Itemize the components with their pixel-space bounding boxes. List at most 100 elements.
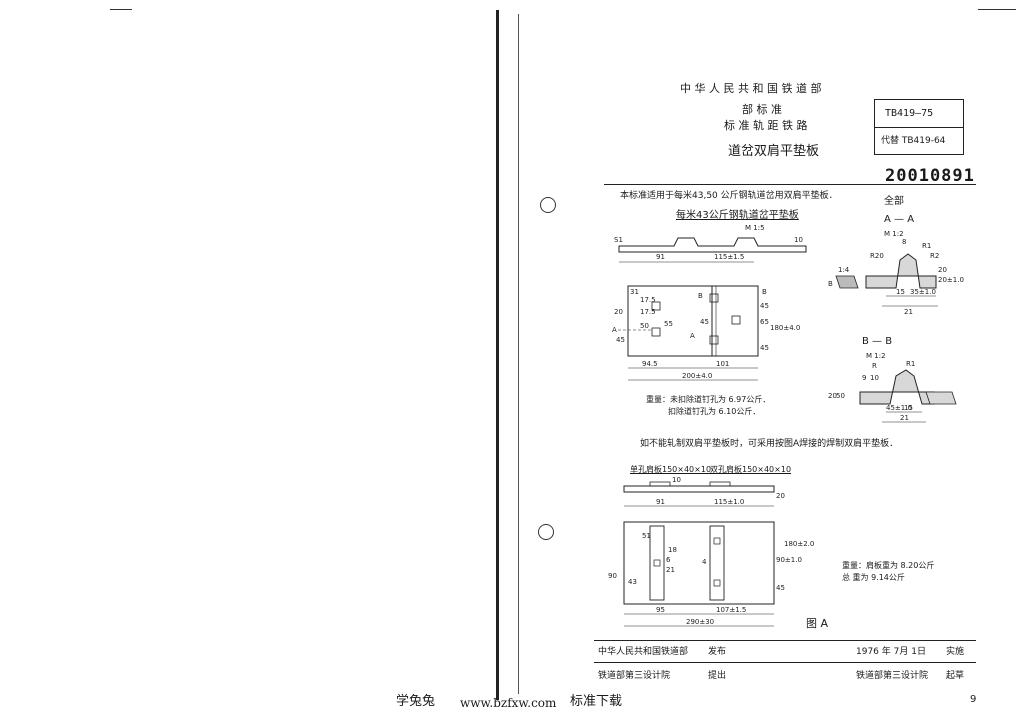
section-bb-scale: M 1:2 xyxy=(866,352,886,360)
bb-dim-15: 15 xyxy=(904,404,913,412)
bb-dim-10: 10 xyxy=(870,374,879,382)
issued-label: 发布 xyxy=(708,647,727,657)
watermark-site: 学兔兔 xyxy=(396,694,436,709)
bb-dim-r: R xyxy=(872,362,877,370)
drawing1-elevation: S1 91 115±1.5 10 xyxy=(614,236,807,263)
d2-dim-115: 115±1.0 xyxy=(714,498,744,506)
dim-17-5a: 17.5 xyxy=(640,296,656,304)
page-number: 9 xyxy=(970,694,977,705)
dim-45-right: 45 xyxy=(760,302,769,310)
top-left-rule xyxy=(110,9,132,10)
d2-dim-91: 91 xyxy=(656,498,665,506)
dim-55: 55 xyxy=(664,320,673,328)
standard-level: 部 标 准 xyxy=(742,103,782,116)
d2-dim-43: 43 xyxy=(628,578,637,586)
dim-91: 91 xyxy=(656,253,665,261)
bb-dim-9: 9 xyxy=(862,374,866,382)
dim-94-5: 94.5 xyxy=(642,360,658,368)
scope-text: 本标准适用于每米43,50 公斤钢轨道岔用双肩平垫板． xyxy=(620,191,838,201)
d2-dim-290: 290±30 xyxy=(686,618,714,626)
bb-dim-21: 21 xyxy=(900,414,909,422)
single-hole-shoulder-label: 单孔肩板150×40×10 xyxy=(630,465,712,474)
proposed-label: 提出 xyxy=(708,671,727,681)
all-note: 全部 xyxy=(884,196,904,207)
d2-dim-180: 180±2.0 xyxy=(784,540,814,548)
d2-dim-20: 20 xyxy=(776,492,785,500)
drawing2-elevation: 10 91 115±1.0 20 xyxy=(623,476,785,507)
standard-code: TB419—75 xyxy=(885,108,934,119)
dim-65: 65 xyxy=(760,318,769,326)
serial-number: 20010891 xyxy=(885,166,975,186)
d2-dim-21: 21 xyxy=(666,566,675,574)
section-mark-a-left: A xyxy=(612,326,617,334)
d2-dim-51: 51 xyxy=(642,532,651,540)
top-right-rule xyxy=(978,9,1016,10)
d2-dim-6: 6 xyxy=(666,556,671,564)
d2-dim-90: 90 xyxy=(608,572,617,580)
track-gauge: 标 准 轨 距 铁 路 xyxy=(724,119,808,132)
aa-dim-b: B xyxy=(828,280,833,288)
watermark-text: 标准下载 xyxy=(570,694,623,709)
drafted-label: 起草 xyxy=(946,671,965,681)
double-hole-shoulder-label: 双孔肩板150×40×10 xyxy=(710,465,792,474)
header-rule xyxy=(604,184,976,185)
bb-dim-50: 50 xyxy=(836,392,845,400)
d2-dim-18: 18 xyxy=(668,546,677,554)
section-aa-label: A — A xyxy=(884,214,915,225)
punch-hole-lower xyxy=(538,524,554,540)
drawing1-plan: 31 17.5 17.5 45 45 50 20 55 101 94.5 200… xyxy=(612,285,800,381)
aa-dim-20: 20 xyxy=(938,266,947,274)
drawing1-weight-2: 扣除道钉孔为 6.10公斤． xyxy=(668,407,761,416)
drawing1-scale: M 1:5 xyxy=(745,224,765,232)
aa-dim-8: 8 xyxy=(902,238,906,246)
d2-dim-4: 4 xyxy=(702,558,707,566)
bb-dim-20: 20 xyxy=(828,392,837,400)
d2-dim-10: 10 xyxy=(672,476,681,484)
dim-180: 180±4.0 xyxy=(770,324,800,332)
aa-dim-20tol: 20±1.0 xyxy=(938,276,964,284)
d2-dim-90tol: 90±1.0 xyxy=(776,556,802,564)
punch-hole-upper xyxy=(540,197,556,213)
dim-115: 115±1.5 xyxy=(714,253,744,261)
dim-45-mid: 45 xyxy=(700,318,709,326)
dim-20: 20 xyxy=(614,308,623,316)
replaces-code: 代替 TB419-64 xyxy=(881,136,946,146)
ministry-line: 中 华 人 民 共 和 国 铁 道 部 xyxy=(680,82,822,95)
section-aa-scale: M 1:2 xyxy=(884,230,904,238)
aa-dim-r20: R20 xyxy=(870,252,884,260)
issuer: 中华人民共和国铁道部 xyxy=(598,647,689,657)
effective-date: 1976 年 7月 1日 xyxy=(856,647,926,657)
section-bb-label: B — B xyxy=(862,336,893,347)
aa-dim-r1: R1 xyxy=(922,242,931,250)
d2-dim-95: 95 xyxy=(656,606,665,614)
drawing2-plan: 51 18 6 21 4 90 43 45 90±1.0 180±2.0 95 … xyxy=(608,521,814,627)
drawing1-caption: 每米43公斤钢轨道岔平垫板 xyxy=(676,210,799,221)
dim-45-left: 45 xyxy=(616,336,625,344)
page-title: 道岔双肩平垫板 xyxy=(728,144,820,159)
section-aa-drawing: 8 R20 R1 1:4 B 15 35±1.0 21 20 20±1.0 R2 xyxy=(828,238,964,316)
d2-dim-45: 45 xyxy=(776,584,785,592)
footer-rule-mid xyxy=(594,662,976,663)
drafter: 铁道部第三设计院 xyxy=(856,671,929,681)
aa-dim-15: 15 xyxy=(896,288,905,296)
section-mark-b-right: B xyxy=(762,288,767,296)
bb-dim-45: 45±1.0 xyxy=(886,404,912,412)
dim-200: 200±4.0 xyxy=(682,372,712,380)
aa-dim-35: 35±1.0 xyxy=(910,288,936,296)
standard-code-box: TB419—75 代替 TB419-64 xyxy=(874,99,964,155)
d2-dim-107: 107±1.5 xyxy=(716,606,746,614)
aa-dim-21: 21 xyxy=(904,308,913,316)
watermark-url[interactable]: www.bzfxw.com xyxy=(460,696,557,710)
welded-alternative-note: 如不能轧制双肩平垫板时，可采用按图A焊接的焊制双肩平垫板． xyxy=(640,439,899,449)
footer-rule-top xyxy=(594,640,976,641)
dim-10: 10 xyxy=(794,236,803,244)
dim-17-5b: 17.5 xyxy=(640,308,656,316)
bb-dim-r1: R1 xyxy=(906,360,915,368)
drawing2-weight-1: 重量：肩板重为 8.20公斤 xyxy=(842,561,935,570)
binding-spine xyxy=(496,10,499,700)
dim-s1: S1 xyxy=(614,236,623,244)
dim-50: 50 xyxy=(640,322,649,330)
dim-45-bottom: 45 xyxy=(760,344,769,352)
proposer: 铁道部第三设计院 xyxy=(598,671,671,681)
dim-31: 31 xyxy=(630,288,639,296)
